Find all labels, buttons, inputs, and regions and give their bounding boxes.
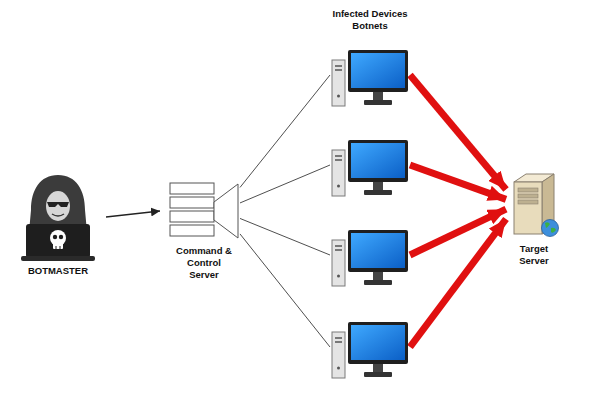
icon-part <box>332 60 345 106</box>
icon-part <box>335 337 342 339</box>
icon-part <box>170 225 214 236</box>
icon-part <box>52 214 64 216</box>
icon-part <box>56 246 57 249</box>
target-server-picture <box>506 170 562 240</box>
icon-part <box>373 92 383 100</box>
icon-part <box>545 222 556 232</box>
icon-part <box>170 211 214 222</box>
icon-part <box>335 249 342 251</box>
icon-part <box>373 364 383 372</box>
icon-part <box>348 50 408 92</box>
icon-part <box>335 341 342 343</box>
icon-part <box>364 372 392 377</box>
icon-part <box>26 224 90 258</box>
attack-arrow <box>410 165 506 199</box>
icon-part <box>170 183 214 194</box>
attack-arrow <box>410 209 506 255</box>
control-line <box>240 218 330 255</box>
icon-part <box>514 182 542 234</box>
infected-computer-picture <box>330 138 410 198</box>
infected-computer <box>330 48 410 108</box>
icon-part <box>335 65 342 67</box>
server-stack: Command & Control Server <box>168 180 240 242</box>
icon-part <box>364 280 392 285</box>
icon-part <box>518 200 538 204</box>
icon-part <box>60 246 61 249</box>
node-label: Command & Control Server <box>173 245 235 281</box>
group-label: Infected Devices Botnets <box>322 8 418 32</box>
node-label: BOTMASTER <box>13 265 103 277</box>
icon-part <box>348 322 408 364</box>
icon-part <box>337 95 340 98</box>
infected-computer-picture <box>330 48 410 108</box>
icon-part <box>351 143 405 178</box>
icon-part <box>373 182 383 190</box>
infected-computer <box>330 228 410 288</box>
attack-arrow <box>410 219 506 347</box>
icon-part <box>335 155 342 157</box>
icon-part <box>373 272 383 280</box>
control-line <box>240 165 330 203</box>
icon-part <box>335 159 342 161</box>
icon-part <box>337 275 340 278</box>
infected-computer-picture <box>330 320 410 380</box>
icon-part <box>351 233 405 268</box>
icon-part <box>332 150 345 196</box>
icon-part <box>59 235 63 239</box>
icon-part <box>542 220 559 237</box>
icon-part <box>348 140 408 182</box>
icon-part <box>351 53 405 88</box>
icon-part <box>337 367 340 370</box>
icon-part <box>337 185 340 188</box>
server-stack-picture <box>168 180 240 242</box>
icon-part <box>518 194 538 198</box>
icon-part <box>53 235 57 239</box>
icon-part <box>364 100 392 105</box>
icon-part <box>348 230 408 272</box>
icon-part <box>53 242 63 249</box>
botmaster-icon: BOTMASTER <box>18 172 98 262</box>
icon-part <box>332 240 345 286</box>
icon-part <box>518 188 538 192</box>
target-server: Target Server <box>506 170 562 240</box>
infected-computer <box>330 138 410 198</box>
icon-part <box>364 190 392 195</box>
icon-part <box>46 191 70 221</box>
node-label: Target Server <box>504 243 564 267</box>
command-arrow <box>106 211 160 217</box>
botmaster-icon-picture <box>18 172 98 262</box>
icon-part <box>214 184 238 238</box>
icon-part <box>351 325 405 360</box>
infected-computer <box>330 320 410 380</box>
infected-computer-picture <box>330 228 410 288</box>
icon-part <box>170 197 214 208</box>
icon-part <box>21 256 95 261</box>
control-line <box>240 234 330 347</box>
icon-part <box>335 69 342 71</box>
icon-part <box>47 202 69 207</box>
icon-part <box>29 175 87 232</box>
icon-part <box>335 245 342 247</box>
icon-part <box>332 332 345 378</box>
